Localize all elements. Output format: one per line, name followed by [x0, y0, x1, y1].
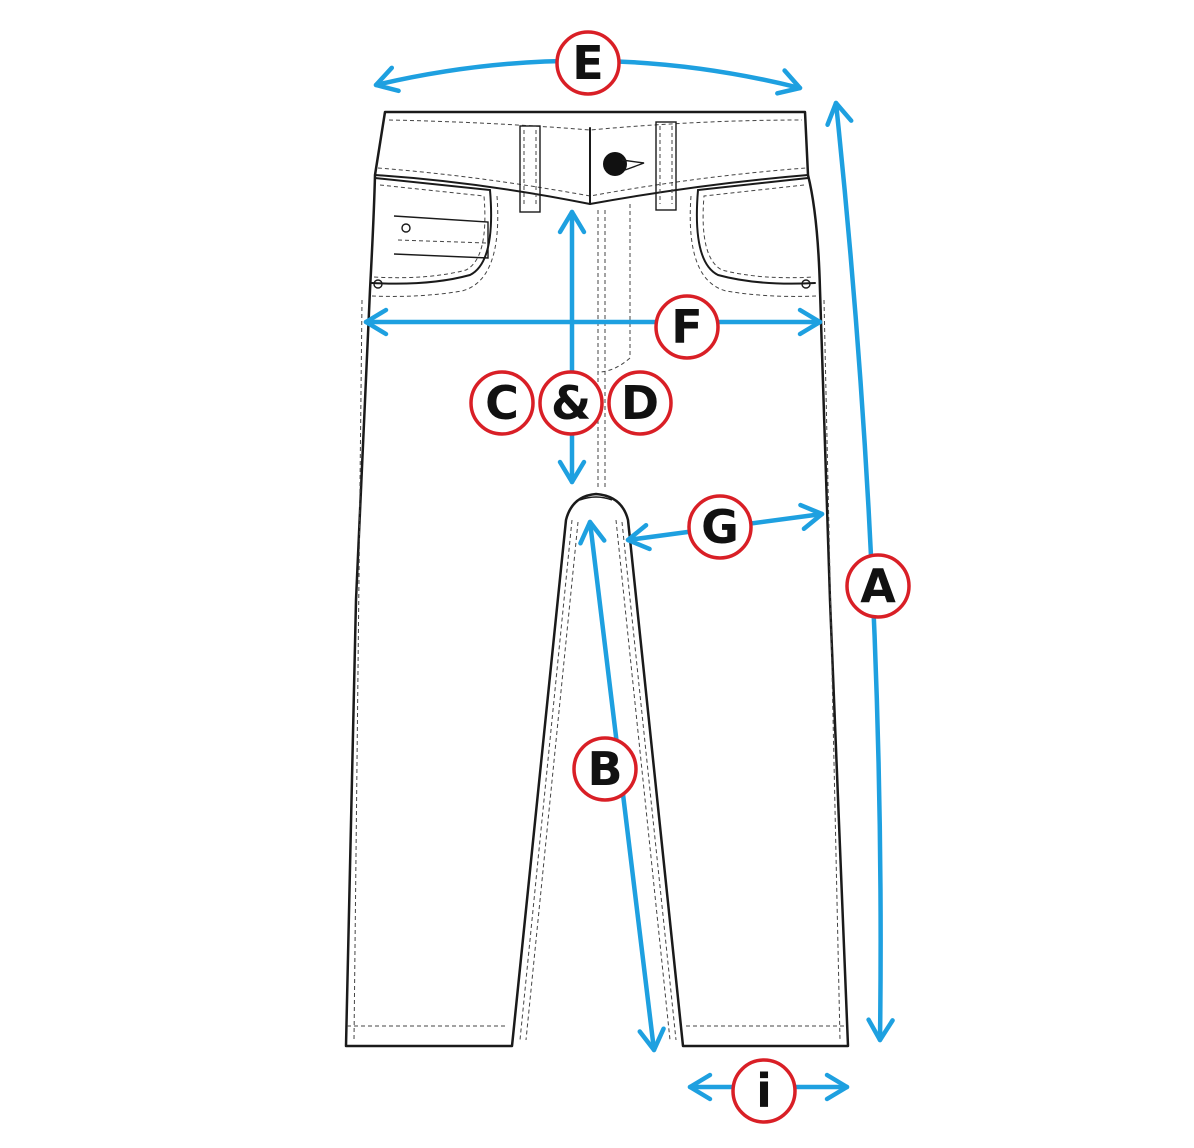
rivet-icon: [401, 223, 411, 233]
badge-ring: [469, 370, 535, 436]
label-and: &: [551, 376, 591, 430]
arrow-A-head-end: [866, 1017, 895, 1043]
badge-and: &: [538, 370, 604, 436]
arrow-G-head-start: [625, 522, 652, 552]
badge-ring: [538, 370, 604, 436]
rivet-icon: [373, 279, 383, 289]
rivet-icon: [801, 279, 811, 289]
left-pocket-opening: [371, 177, 493, 285]
badge-ring: [654, 294, 720, 360]
label-B: B: [587, 742, 622, 796]
arrow-E-head-end: [775, 68, 803, 96]
label-F: F: [671, 300, 702, 354]
coin-pocket: [393, 215, 489, 259]
label-A: A: [860, 559, 896, 613]
right-pocket-opening: [695, 177, 816, 285]
badge-A: A: [845, 553, 911, 619]
arrow-CD-head-start: [557, 209, 587, 235]
badge-ring: [731, 1058, 797, 1124]
badge-B: B: [572, 736, 638, 802]
belt-loop-right: [655, 121, 677, 211]
badge-D: D: [607, 370, 673, 436]
jeans-illustration: [344, 110, 850, 1048]
badge-ring: [572, 736, 638, 802]
pants-outline: [344, 110, 850, 1048]
badge-C: C: [469, 370, 535, 436]
fly-stitch: [597, 204, 631, 373]
arrow-i-head-end: [824, 1072, 850, 1102]
badge-F: F: [654, 294, 720, 360]
badge-ring: [687, 494, 753, 560]
badge-E: E: [555, 30, 621, 96]
button-icon: [603, 152, 627, 176]
arrow-G-head-end: [798, 502, 825, 532]
arrow-B-head-start: [578, 519, 607, 546]
badge-ring: [845, 553, 911, 619]
label-E: E: [572, 36, 603, 90]
arrow-F-head-start: [363, 307, 389, 337]
arrow-F-head-end: [797, 307, 823, 337]
label-G: G: [701, 500, 739, 554]
badge-ring: [555, 30, 621, 96]
arrow-E-head-start: [373, 65, 401, 94]
arrow-B-head-end: [637, 1026, 666, 1053]
arrow-i-head-start: [687, 1072, 713, 1102]
belt-loop-left: [519, 125, 541, 213]
arrow-A-head-start: [825, 100, 854, 127]
label-i: i: [756, 1064, 772, 1118]
badge-i: i: [731, 1058, 797, 1124]
label-D: D: [621, 376, 659, 430]
arrow-CD-head-end: [557, 459, 587, 485]
badge-ring: [607, 370, 673, 436]
label-C: C: [485, 376, 519, 430]
buttonhole: [621, 159, 645, 171]
badge-G: G: [687, 494, 753, 560]
